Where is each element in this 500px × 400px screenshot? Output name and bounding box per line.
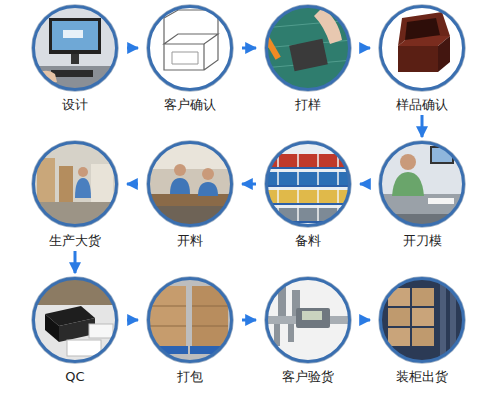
- caliper-photo: [263, 275, 353, 365]
- circle-outer: [379, 5, 465, 91]
- process-step: 客户确认: [139, 2, 241, 114]
- process-step: 打包: [139, 274, 241, 386]
- circle-outer: [32, 141, 118, 227]
- circle-outer: [147, 141, 233, 227]
- circle-outer: [147, 277, 233, 363]
- flow-arrow: [242, 183, 256, 186]
- circle-ring: [149, 143, 232, 226]
- step-label: 样品确认: [371, 96, 473, 114]
- sample-box-photo: [377, 3, 467, 93]
- circle-outer: [32, 5, 118, 91]
- circle-ring: [381, 143, 464, 226]
- flow-arrow: [74, 251, 77, 273]
- process-step: 生产大货: [24, 138, 126, 250]
- step-label: 开料: [139, 232, 241, 250]
- flow-arrow: [127, 47, 138, 50]
- step-label: 客户验货: [257, 368, 359, 386]
- photo-circle: [142, 274, 238, 366]
- circle-ring: [34, 7, 117, 90]
- circle-outer: [265, 5, 351, 91]
- flow-arrow: [360, 319, 370, 322]
- qc-photo: [30, 275, 120, 365]
- process-step: 样品确认: [371, 2, 473, 114]
- flow-arrow: [242, 47, 256, 50]
- circle-ring: [34, 143, 117, 226]
- photo-circle: [260, 274, 356, 366]
- step-label: 生产大货: [24, 232, 126, 250]
- cutting-photo: [145, 139, 235, 230]
- photo-circle: [374, 2, 470, 94]
- circle-ring: [34, 279, 117, 362]
- die-cutting-photo: [377, 139, 467, 230]
- photo-circle: [27, 274, 123, 366]
- process-step: 装柜出货: [371, 274, 473, 386]
- circle-outer: [265, 141, 351, 227]
- flow-arrow: [360, 183, 370, 186]
- flow-arrow: [421, 115, 424, 137]
- step-label: 装柜出货: [371, 368, 473, 386]
- photo-circle: [260, 2, 356, 94]
- step-label: 打样: [257, 96, 359, 114]
- process-step: 客户验货: [257, 274, 359, 386]
- photo-circle: [374, 274, 470, 366]
- photo-circle: [27, 138, 123, 230]
- circle-outer: [265, 277, 351, 363]
- step-label: 设计: [24, 96, 126, 114]
- circle-ring: [381, 7, 464, 90]
- circle-ring: [381, 279, 464, 362]
- photo-circle: [27, 2, 123, 94]
- step-label: 备料: [257, 232, 359, 250]
- container-photo: [377, 275, 467, 365]
- design-photo: [30, 3, 120, 96]
- circle-outer: [379, 277, 465, 363]
- process-step: 打样: [257, 2, 359, 114]
- packing-photo: [145, 275, 235, 365]
- circle-outer: [32, 277, 118, 363]
- step-label: 打包: [139, 368, 241, 386]
- circle-ring: [149, 7, 232, 90]
- flow-arrow: [242, 319, 256, 322]
- circle-ring: [267, 7, 350, 90]
- circle-outer: [379, 141, 465, 227]
- circle-ring: [149, 279, 232, 362]
- step-label: QC: [24, 368, 126, 386]
- circle-ring: [267, 143, 350, 226]
- circle-outer: [147, 5, 233, 91]
- sampling-photo: [263, 3, 353, 93]
- photo-circle: [142, 138, 238, 230]
- step-label: 客户确认: [139, 96, 241, 114]
- box-sketch-photo: [145, 3, 235, 93]
- process-step: 开料: [139, 138, 241, 250]
- process-step: 设计: [24, 2, 126, 114]
- process-step: QC: [24, 274, 126, 386]
- flow-arrow: [127, 319, 138, 322]
- photo-circle: [260, 138, 356, 230]
- circle-ring: [267, 279, 350, 362]
- process-step: 备料: [257, 138, 359, 250]
- materials-photo: [263, 139, 353, 229]
- step-label: 开刀模: [371, 232, 473, 250]
- flow-arrow: [127, 183, 138, 186]
- photo-circle: [374, 138, 470, 230]
- flow-arrow: [360, 47, 370, 50]
- photo-circle: [142, 2, 238, 94]
- production-photo: [30, 139, 120, 232]
- process-step: 开刀模: [371, 138, 473, 250]
